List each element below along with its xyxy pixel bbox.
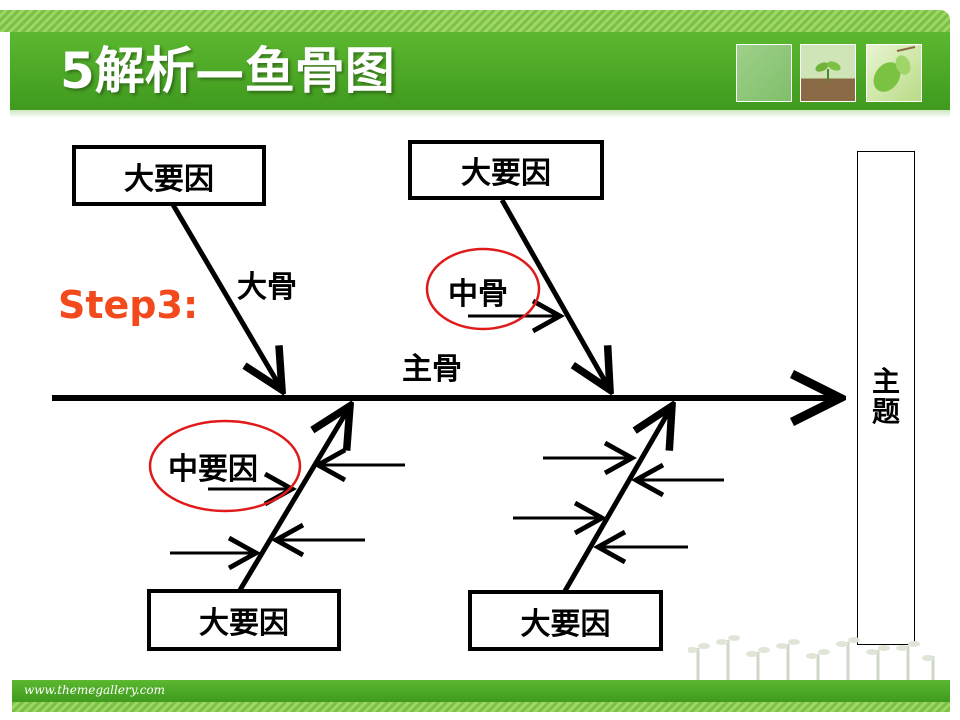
footer-stripe bbox=[12, 702, 950, 712]
highlight-circle-mid-cause bbox=[148, 419, 302, 513]
step-label: Step3: bbox=[58, 283, 199, 327]
cause-box-top-right: 大要因 bbox=[408, 140, 604, 200]
label-big-bone: 大骨 bbox=[237, 270, 297, 305]
cause-box-bottom-left: 大要因 bbox=[147, 589, 341, 651]
header-thumbnail-leaf bbox=[866, 44, 922, 102]
cause-box-top-left: 大要因 bbox=[72, 145, 266, 206]
sprout-icon bbox=[815, 61, 841, 81]
header-stripe bbox=[0, 10, 950, 32]
big-bone-bottom-left bbox=[237, 406, 350, 592]
big-bone-top-left bbox=[169, 201, 282, 390]
footer-bar bbox=[12, 680, 950, 702]
label-mid-cause: 中要因 bbox=[168, 452, 258, 487]
big-bone-top-right bbox=[499, 198, 610, 390]
footer-url: www.themegallery.com bbox=[24, 683, 166, 697]
header-thumbnail-sprout bbox=[800, 44, 856, 102]
big-bone-bottom-right bbox=[562, 406, 672, 593]
topic-box: 主 题 bbox=[857, 151, 915, 645]
slide-title: 5解析—鱼骨图 bbox=[60, 42, 395, 100]
topic-char-1: 主 bbox=[871, 365, 900, 398]
header-thumbnail-plain bbox=[736, 44, 792, 102]
topic-char-2: 题 bbox=[871, 395, 900, 428]
cause-box-bottom-right: 大要因 bbox=[468, 590, 663, 651]
label-mid-bone: 中骨 bbox=[448, 277, 508, 312]
leaf-icon bbox=[873, 46, 916, 92]
highlight-circle-mid-bone bbox=[425, 247, 541, 331]
topic-label: 主 题 bbox=[858, 367, 914, 427]
title-bar-shadow bbox=[10, 110, 950, 118]
label-main-bone: 主骨 bbox=[402, 352, 462, 387]
title-bar bbox=[10, 32, 950, 110]
